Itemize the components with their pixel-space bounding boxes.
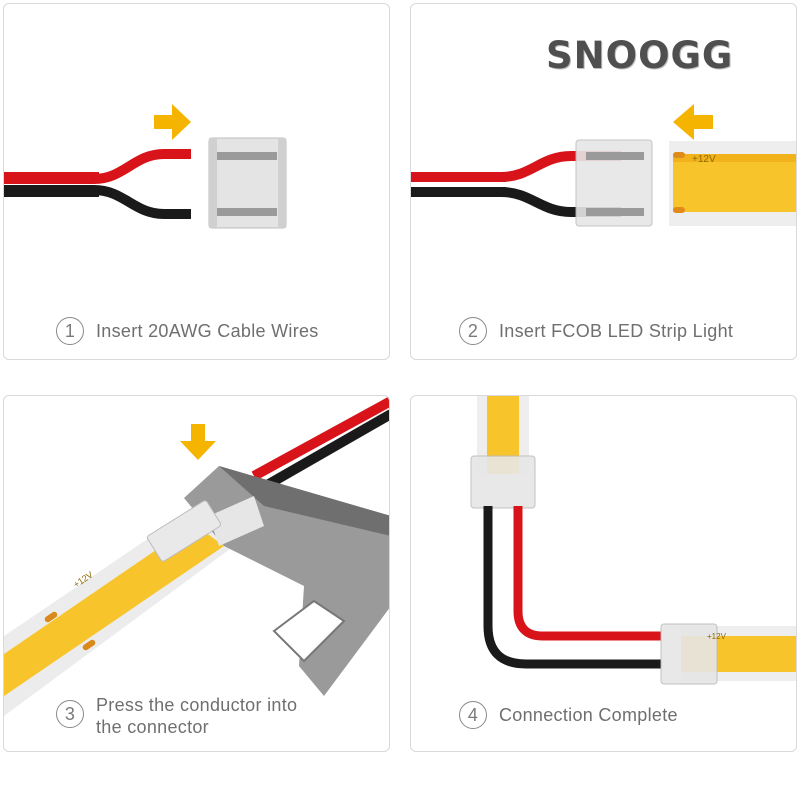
step-text-line-2: the connector [96, 717, 209, 737]
connector [208, 137, 287, 229]
step-text: Press the conductor into the connector [96, 694, 297, 738]
black-wire [500, 187, 621, 217]
connector [575, 139, 653, 227]
step-4-caption: 4 Connection Complete [459, 701, 678, 729]
step-2-panel: SNOOGG +12V 2 Insert FCOB LED Strip Lig [410, 3, 797, 360]
strip-polarity-label: +12V [707, 632, 727, 641]
press-tool [184, 466, 389, 696]
red-wire [500, 151, 621, 182]
connector [147, 500, 221, 562]
step-1-caption: 1 Insert 20AWG Cable Wires [56, 317, 319, 345]
step-4-illustration: +12V [470, 396, 796, 685]
black-wire [483, 506, 661, 669]
led-strip [4, 511, 234, 716]
step-number-badge: 2 [459, 317, 487, 345]
step-number-badge: 3 [56, 700, 84, 728]
step-text: Insert 20AWG Cable Wires [96, 320, 319, 341]
step-1-panel: 1 Insert 20AWG Cable Wires [3, 3, 390, 360]
step-text: Connection Complete [499, 704, 678, 725]
connector-top [470, 455, 536, 509]
step-3-illustration: +12V [4, 396, 389, 716]
step-3-panel: +12V 3 Press the conductor into the conn… [3, 395, 390, 752]
step-number-badge: 1 [56, 317, 84, 345]
red-wire [251, 396, 389, 481]
step-text: Insert FCOB LED Strip Light [499, 320, 734, 341]
step-text-line-1: Press the conductor into [96, 695, 298, 715]
arrow-left-icon [673, 104, 713, 140]
step-4-panel: +12V 4 Connection Complete [410, 395, 797, 752]
step-2-illustration: +12V [411, 104, 796, 227]
black-wire [259, 409, 389, 493]
led-strip [669, 141, 796, 226]
connector-right [660, 623, 718, 685]
brand-logo: SNOOGG [546, 34, 734, 77]
step-3-caption: 3 Press the conductor into the connector [56, 694, 297, 738]
step-1-illustration [4, 104, 287, 229]
step-number-badge: 4 [459, 701, 487, 729]
arrow-right-icon [154, 104, 191, 140]
arrow-down-icon [180, 424, 216, 460]
step-2-caption: 2 Insert FCOB LED Strip Light [459, 317, 733, 345]
red-wire [513, 506, 661, 641]
strip-polarity-label: +12V [692, 154, 716, 165]
